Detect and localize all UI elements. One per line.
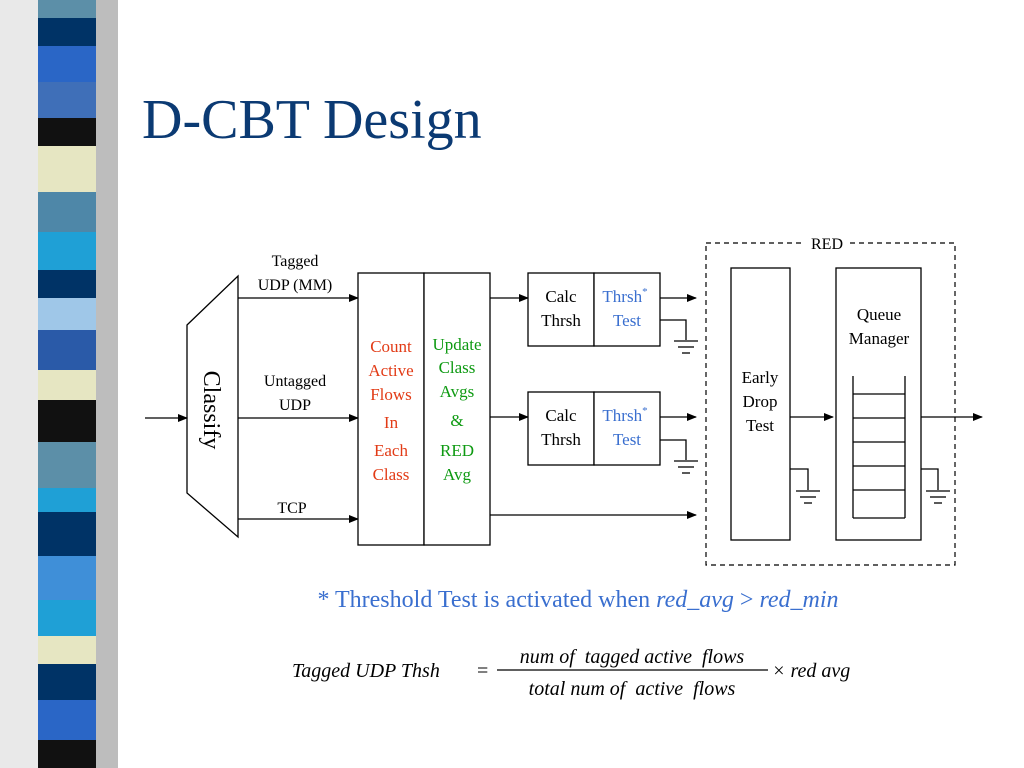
update-line-4: & [450, 411, 463, 430]
queue-drop-line [921, 468, 939, 490]
ground-icon [926, 490, 950, 504]
red-group-border [705, 242, 956, 566]
early-drop-test-box [730, 267, 791, 541]
thrsh-test-box-bottom [593, 391, 661, 466]
footnote-var1: red_avg [656, 587, 734, 613]
formula-lhs: Tagged UDP Thsh [292, 660, 440, 682]
thrsh-top-drop-line [660, 319, 687, 340]
thrsh-top-line2: Test [613, 311, 641, 330]
calc-thrsh-box-top [527, 272, 595, 347]
threshold-formula: Tagged UDP Thsh = num of tagged active f… [292, 646, 850, 700]
formula-rhs: × red avg [772, 660, 850, 682]
queue-manager-line1: Queue [857, 305, 901, 324]
thrsh-test-box-top [593, 272, 661, 347]
calc-bottom-line2: Thrsh [541, 430, 581, 449]
ground-icon [674, 460, 698, 474]
thrsh-top-word: Thrsh [602, 287, 642, 306]
threshold-footnote: * Threshold Test is activated when red_a… [317, 587, 838, 613]
count-line-3: Flows [370, 385, 412, 404]
count-line-5: Each [374, 441, 408, 460]
early-drop-drop-line [790, 468, 809, 490]
count-line-2: Active [368, 361, 413, 380]
count-line-6: Class [373, 465, 410, 484]
early-drop-line3: Test [746, 416, 774, 435]
thrsh-bottom-line2: Test [613, 430, 641, 449]
footnote-var2: red_min [759, 587, 838, 613]
classify-block [186, 274, 239, 539]
thrsh-bottom-line1: Thrsh* [602, 405, 647, 425]
early-drop-line2: Drop [743, 392, 778, 411]
update-line-3: Avgs [440, 382, 475, 401]
calc-top-line2: Thrsh [541, 311, 581, 330]
queue-manager-line2: Manager [849, 329, 910, 348]
formula-denominator: total num of active flows [529, 678, 736, 700]
ground-icon [674, 340, 698, 354]
queue-manager-box [835, 267, 922, 541]
ground-icon [796, 490, 820, 504]
thrsh-top-star: * [642, 286, 648, 298]
tagged-label-line1: Tagged [272, 253, 319, 270]
untagged-label-line1: Untagged [264, 373, 326, 390]
classify-label: Classify [198, 371, 224, 450]
formula-equals: = [477, 660, 488, 682]
queue-buffer-icon [852, 376, 906, 519]
untagged-label-line2: UDP [279, 397, 311, 414]
slide-title: D-CBT Design [142, 89, 482, 151]
early-drop-line1: Early [742, 368, 779, 387]
tcp-label: TCP [277, 500, 306, 517]
thrsh-bottom-star: * [642, 405, 648, 417]
count-line-4: In [384, 413, 399, 432]
decorative-side-stripe [0, 0, 118, 768]
count-line-1: Count [370, 337, 412, 356]
calc-top-line1: Calc [545, 287, 577, 306]
tagged-label-line2: UDP (MM) [258, 277, 333, 294]
footnote-op: > [734, 587, 760, 613]
red-group-label: RED [811, 236, 843, 253]
update-line-1: Update [432, 335, 481, 354]
thrsh-top-line1: Thrsh* [602, 286, 647, 306]
calc-bottom-line1: Calc [545, 406, 577, 425]
red-label-bg [804, 234, 850, 252]
count-active-flows-box [357, 272, 425, 546]
update-line-6: Avg [443, 465, 472, 484]
thrsh-bottom-drop-line [660, 439, 687, 460]
update-class-avgs-box [423, 272, 491, 546]
thrsh-bottom-word: Thrsh [602, 406, 642, 425]
footnote-prefix: * Threshold Test is activated when [317, 587, 656, 613]
update-line-2: Class [439, 358, 476, 377]
calc-thrsh-box-bottom [527, 391, 595, 466]
update-line-5: RED [440, 441, 474, 460]
formula-numerator: num of tagged active flows [520, 646, 745, 668]
